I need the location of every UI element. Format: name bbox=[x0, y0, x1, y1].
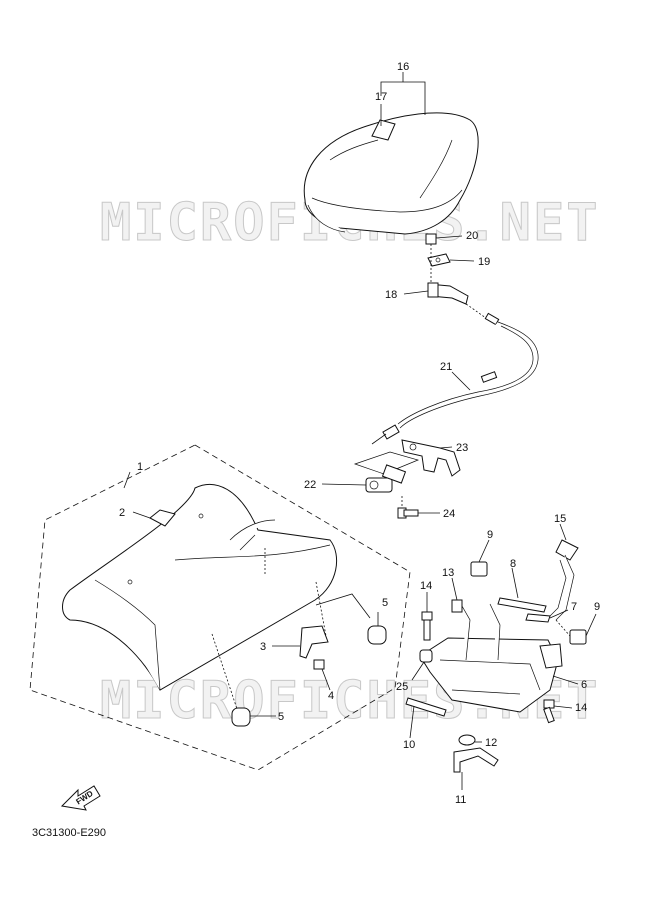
label-4: 4 bbox=[328, 690, 334, 702]
damper-25 bbox=[411, 649, 433, 681]
bolt-14-right bbox=[543, 699, 573, 724]
label-15: 15 bbox=[554, 513, 566, 525]
main-seat bbox=[303, 112, 479, 235]
label-1: 1 bbox=[137, 461, 143, 473]
label-21: 21 bbox=[440, 361, 452, 373]
damper-9-right bbox=[555, 613, 597, 645]
bolt-24 bbox=[397, 496, 440, 519]
label-10: 10 bbox=[403, 739, 415, 751]
label-18: 18 bbox=[385, 289, 397, 301]
label-14-right: 14 bbox=[575, 702, 587, 714]
label-22: 22 bbox=[304, 479, 316, 491]
label-9-right: 9 bbox=[594, 601, 600, 613]
label-20: 20 bbox=[466, 230, 478, 242]
seat-lock-18 bbox=[403, 282, 469, 305]
label-11: 11 bbox=[455, 794, 466, 806]
label-12: 12 bbox=[485, 737, 497, 749]
label-3: 3 bbox=[260, 641, 266, 653]
label-8: 8 bbox=[510, 558, 516, 570]
label-5-upper: 5 bbox=[382, 597, 388, 609]
seat-lock-cable-21 bbox=[371, 303, 539, 445]
plate-19 bbox=[427, 253, 475, 267]
damper-5-upper bbox=[367, 612, 387, 645]
label-19: 19 bbox=[478, 256, 490, 268]
cap-12 bbox=[458, 734, 482, 746]
nut-4 bbox=[313, 659, 331, 691]
label-7: 7 bbox=[571, 601, 577, 613]
label-24: 24 bbox=[443, 508, 455, 520]
nut-13 bbox=[451, 577, 463, 613]
damper-5-lower bbox=[231, 707, 276, 727]
bracket-3 bbox=[272, 625, 329, 659]
seat-bracket-6 bbox=[419, 603, 579, 713]
lock-assembly-22 bbox=[321, 451, 420, 493]
label-23: 23 bbox=[456, 442, 468, 454]
label-14-left: 14 bbox=[420, 580, 432, 592]
forward-direction-arrow: FWD bbox=[60, 785, 101, 811]
diagram-code: 3C31300-E290 bbox=[32, 827, 106, 839]
seat-cowl bbox=[62, 483, 338, 691]
strip-10 bbox=[405, 697, 447, 739]
cowl-emblem bbox=[149, 509, 176, 527]
tape-8 bbox=[497, 567, 547, 613]
bolt-14-left bbox=[421, 592, 433, 641]
label-25: 25 bbox=[396, 681, 408, 693]
tape-7 bbox=[525, 609, 569, 623]
label-9-top: 9 bbox=[487, 529, 493, 541]
label-2: 2 bbox=[119, 507, 125, 519]
label-5-lower: 5 bbox=[278, 711, 284, 723]
strap-15 bbox=[549, 523, 579, 621]
damper-9-top bbox=[470, 539, 490, 577]
hook-11 bbox=[453, 747, 499, 790]
label-16: 16 bbox=[397, 61, 409, 73]
label-6: 6 bbox=[581, 679, 587, 691]
label-17: 17 bbox=[375, 91, 387, 103]
label-13: 13 bbox=[442, 567, 454, 579]
bracket-23 bbox=[401, 439, 461, 477]
main-seat-emblem bbox=[371, 119, 396, 141]
